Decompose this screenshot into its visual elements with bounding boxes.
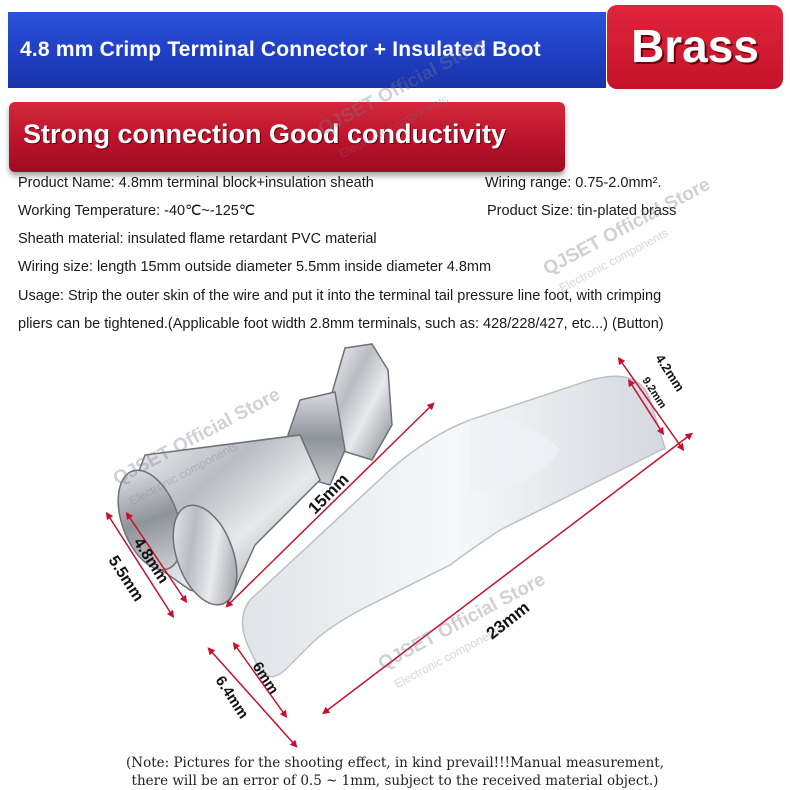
dim-label-boot-mouth-outer: 6.4mm [212, 673, 252, 722]
spec-usage-line1: Usage: Strip the outer skin of the wire … [18, 288, 662, 304]
spec-wiring-range: Wiring range: 0.75-2.0mm². [485, 175, 662, 191]
dim-label-terminal-outer: 5.5mm [105, 553, 147, 605]
material-badge: Brass [607, 5, 783, 89]
header-bar: 4.8 mm Crimp Terminal Connector + Insula… [8, 12, 606, 88]
note-line1: (Note: Pictures for the shooting effect,… [126, 755, 664, 771]
spec-working-temperature: Working Temperature: -40℃~-125℃ [18, 203, 256, 219]
material-badge-label: Brass [631, 20, 759, 72]
spec-product-size: Product Size: tin-plated brass [487, 203, 677, 219]
product-title: 4.8 mm Crimp Terminal Connector + Insula… [20, 38, 541, 61]
dim-line-boot-mouth-outer [207, 647, 298, 748]
dim-line-terminal-outer [105, 511, 175, 619]
spec-wiring-size: Wiring size: length 15mm outside diamete… [18, 259, 492, 275]
spec-sheath-material: Sheath material: insulated flame retarda… [18, 231, 377, 247]
dim-line-boot-length [322, 432, 693, 715]
slogan-banner: Strong connection Good conductivity [9, 102, 565, 172]
dimension-lines [105, 356, 693, 748]
product-illustration: 15mm 4.8mm 5.5mm 23mm 4.2mm 9.2mm 6mm 6.… [105, 343, 693, 748]
dim-line-boot-tail-inner [627, 378, 665, 436]
slogan-text: Strong connection Good conductivity [23, 119, 506, 149]
note-line2: there will be an error of 0.5 ~ 1mm, sub… [131, 773, 659, 789]
spec-usage-line2: pliers can be tightened.(Applicable foot… [18, 316, 664, 332]
spec-product-name: Product Name: 4.8mm terminal block+insul… [18, 175, 374, 191]
